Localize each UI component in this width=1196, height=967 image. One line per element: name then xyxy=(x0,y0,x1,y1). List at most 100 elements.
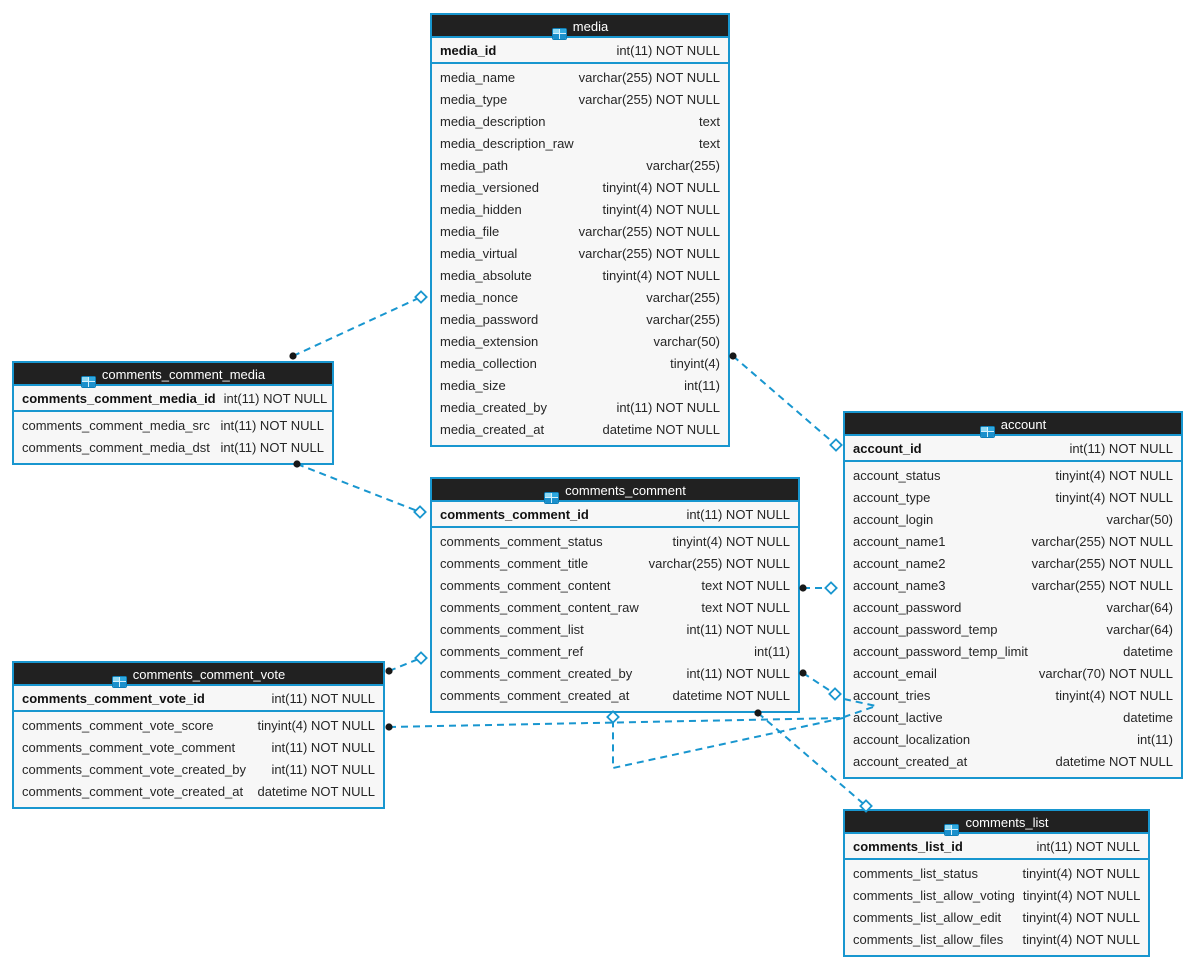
table-row: media_password varchar(255) xyxy=(432,309,728,331)
column-type: datetime xyxy=(1123,710,1173,725)
column-type: tinyint(4) NOT NULL xyxy=(257,718,375,733)
column-name: media_versioned xyxy=(440,180,540,195)
table-comments_list[interactable]: comments_list comments_list_id int(11) NOT… xyxy=(843,809,1150,957)
table-comments_comment[interactable]: comments_comment comments_comment_id int(1… xyxy=(430,477,800,713)
table-header-media[interactable]: media xyxy=(432,15,728,40)
column-type: tinyint(4) NOT NULL xyxy=(1055,688,1173,703)
relation-comments_comment_media-to-media[interactable] xyxy=(289,290,428,360)
table-icon xyxy=(111,676,127,688)
table-header-comments_list[interactable]: comments_list xyxy=(845,811,1148,836)
table-header-comments_comment[interactable]: comments_comment xyxy=(432,479,798,504)
column-name: media_extension xyxy=(440,334,539,349)
column-name: media_name xyxy=(440,70,516,85)
column-name: comments_comment_ref xyxy=(440,644,584,659)
table-row: media_name varchar(255) NOT NULL xyxy=(432,67,728,89)
column-type: varchar(255) xyxy=(646,312,720,327)
column-name: comments_comment_media_src xyxy=(22,418,210,433)
relation-comments_comment-to-account-content[interactable] xyxy=(799,581,838,595)
column-name: comments_list_allow_files xyxy=(853,932,1004,947)
column-type: tinyint(4) NOT NULL xyxy=(1022,888,1141,903)
table-row: comments_comment_title varchar(255) NOT N… xyxy=(432,553,798,575)
table-comments_comment_vote[interactable]: comments_comment_vote comments_comment_vo… xyxy=(12,661,385,809)
column-name: comments_comment_vote_id xyxy=(22,691,205,706)
column-type: int(11) xyxy=(754,644,790,659)
column-name: account_name2 xyxy=(853,556,946,571)
column-type: varchar(70) NOT NULL xyxy=(1038,666,1173,681)
table-header-comments_comment_media[interactable]: comments_comment_media xyxy=(14,363,332,388)
column-type: int(11) NOT NULL xyxy=(1036,839,1140,854)
column-type: datetime NOT NULL xyxy=(602,422,720,437)
column-name: comments_comment_content xyxy=(440,578,611,593)
table-header-account[interactable]: account xyxy=(845,413,1181,438)
table-title: comments_comment_vote xyxy=(132,667,286,682)
relation-comments_comment_media-to-comments_comment[interactable] xyxy=(293,460,427,519)
column-name: comments_list_allow_voting xyxy=(853,888,1015,903)
table-icon xyxy=(544,492,560,504)
column-name: comments_comment_created_by xyxy=(440,666,633,681)
column-type: tinyint(4) NOT NULL xyxy=(1022,866,1140,881)
relation-media-to-account[interactable] xyxy=(729,352,843,452)
column-name: media_created_by xyxy=(440,400,547,415)
column-name: media_id xyxy=(440,43,497,58)
column-name: comments_comment_title xyxy=(440,556,589,571)
relation-comments_comment_vote-to-account[interactable] xyxy=(385,717,844,731)
column-type: varchar(255) NOT NULL xyxy=(1031,534,1173,549)
column-name: account_password xyxy=(853,600,962,615)
relation-comments_comment_vote-to-comments_comment[interactable] xyxy=(385,651,428,675)
table-title: account xyxy=(1000,417,1047,432)
column-name: comments_comment_vote_comment xyxy=(22,740,236,755)
column-name: media_created_at xyxy=(440,422,545,437)
column-name: account_password_temp xyxy=(853,622,998,637)
relation-comments_comment-to-account-created_by[interactable] xyxy=(799,669,842,701)
table-header-comments_comment_vote[interactable]: comments_comment_vote xyxy=(14,663,383,688)
column-name: media_path xyxy=(440,158,508,173)
column-name: comments_comment_media_id xyxy=(22,391,216,406)
column-name: media_hidden xyxy=(440,202,522,217)
column-type: varchar(255) NOT NULL xyxy=(578,70,720,85)
column-name: comments_list_id xyxy=(853,839,963,854)
column-name: account_localization xyxy=(853,732,971,747)
column-name: comments_comment_id xyxy=(440,507,589,522)
column-name: media_password xyxy=(440,312,539,327)
column-type: varchar(64) xyxy=(1106,622,1173,637)
column-name: media_virtual xyxy=(440,246,518,261)
column-name: comments_comment_status xyxy=(440,534,603,549)
column-name: media_collection xyxy=(440,356,537,371)
column-type: varchar(50) xyxy=(1106,512,1173,527)
column-name: media_description_raw xyxy=(440,136,574,151)
column-type: varchar(255) NOT NULL xyxy=(578,92,720,107)
column-type: varchar(255) NOT NULL xyxy=(648,556,790,571)
column-type: text NOT NULL xyxy=(701,600,790,615)
column-name: media_size xyxy=(440,378,506,393)
